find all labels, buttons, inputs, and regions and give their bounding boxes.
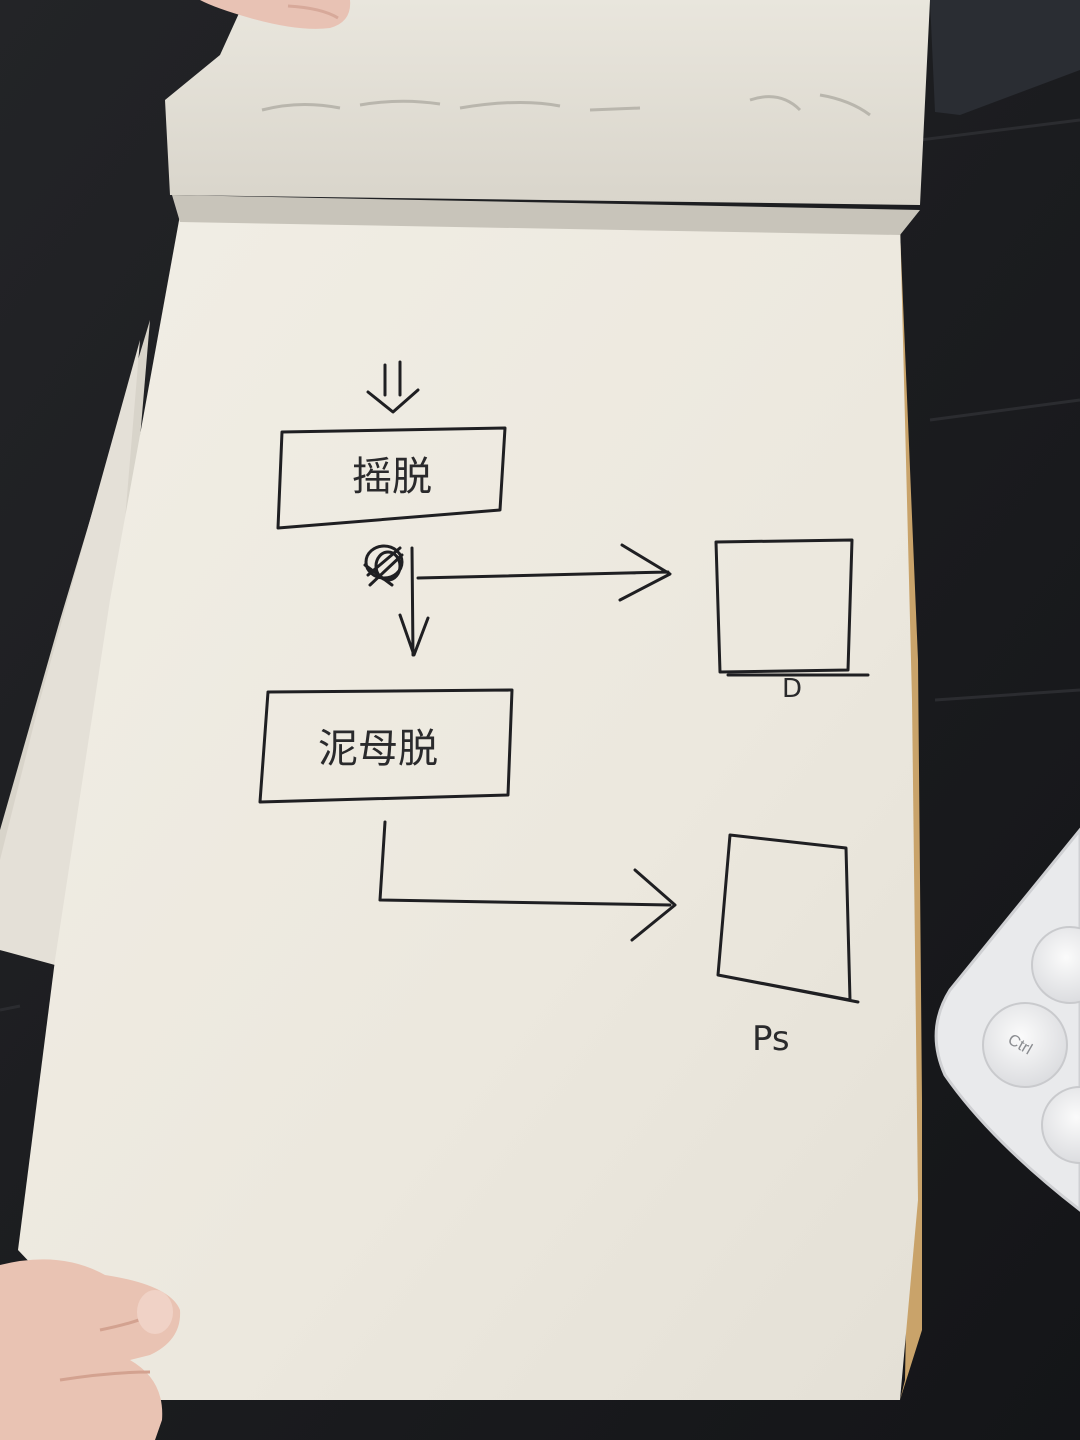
- fold-shadow: [172, 195, 920, 235]
- notebook-page: [18, 215, 918, 1400]
- process-box-1: [276, 426, 507, 530]
- ctrl-key: [982, 1002, 1068, 1088]
- desk-grain: [0, 118, 1080, 1012]
- flowchart: [258, 360, 870, 1004]
- hand-top: [200, 0, 351, 29]
- hand-bottom: [0, 1259, 181, 1440]
- keyboard: Ctrl: [934, 827, 1080, 1212]
- keyboard-key: [1041, 1086, 1080, 1164]
- scribble-mark: [363, 544, 404, 587]
- keyboard-key: [1031, 926, 1080, 1004]
- laptop-edge: [930, 0, 1080, 115]
- process-box-2: [258, 688, 514, 804]
- branch-arrow-1: [416, 543, 672, 602]
- output-box-1: [714, 538, 870, 677]
- input-arrow: [366, 360, 420, 414]
- process-box-2-label: 泥母脱: [318, 726, 438, 772]
- down-arrow: [398, 546, 430, 657]
- output-2-label: Ps: [752, 1019, 790, 1059]
- output-1-label: D: [782, 674, 802, 704]
- branch-arrow-2: [378, 820, 677, 942]
- flap-bleedthrough-text: [261, 93, 871, 117]
- under-sheet-2: [0, 340, 140, 965]
- output-box-2: [716, 833, 860, 1004]
- process-box-1-label: 摇脱: [352, 454, 432, 500]
